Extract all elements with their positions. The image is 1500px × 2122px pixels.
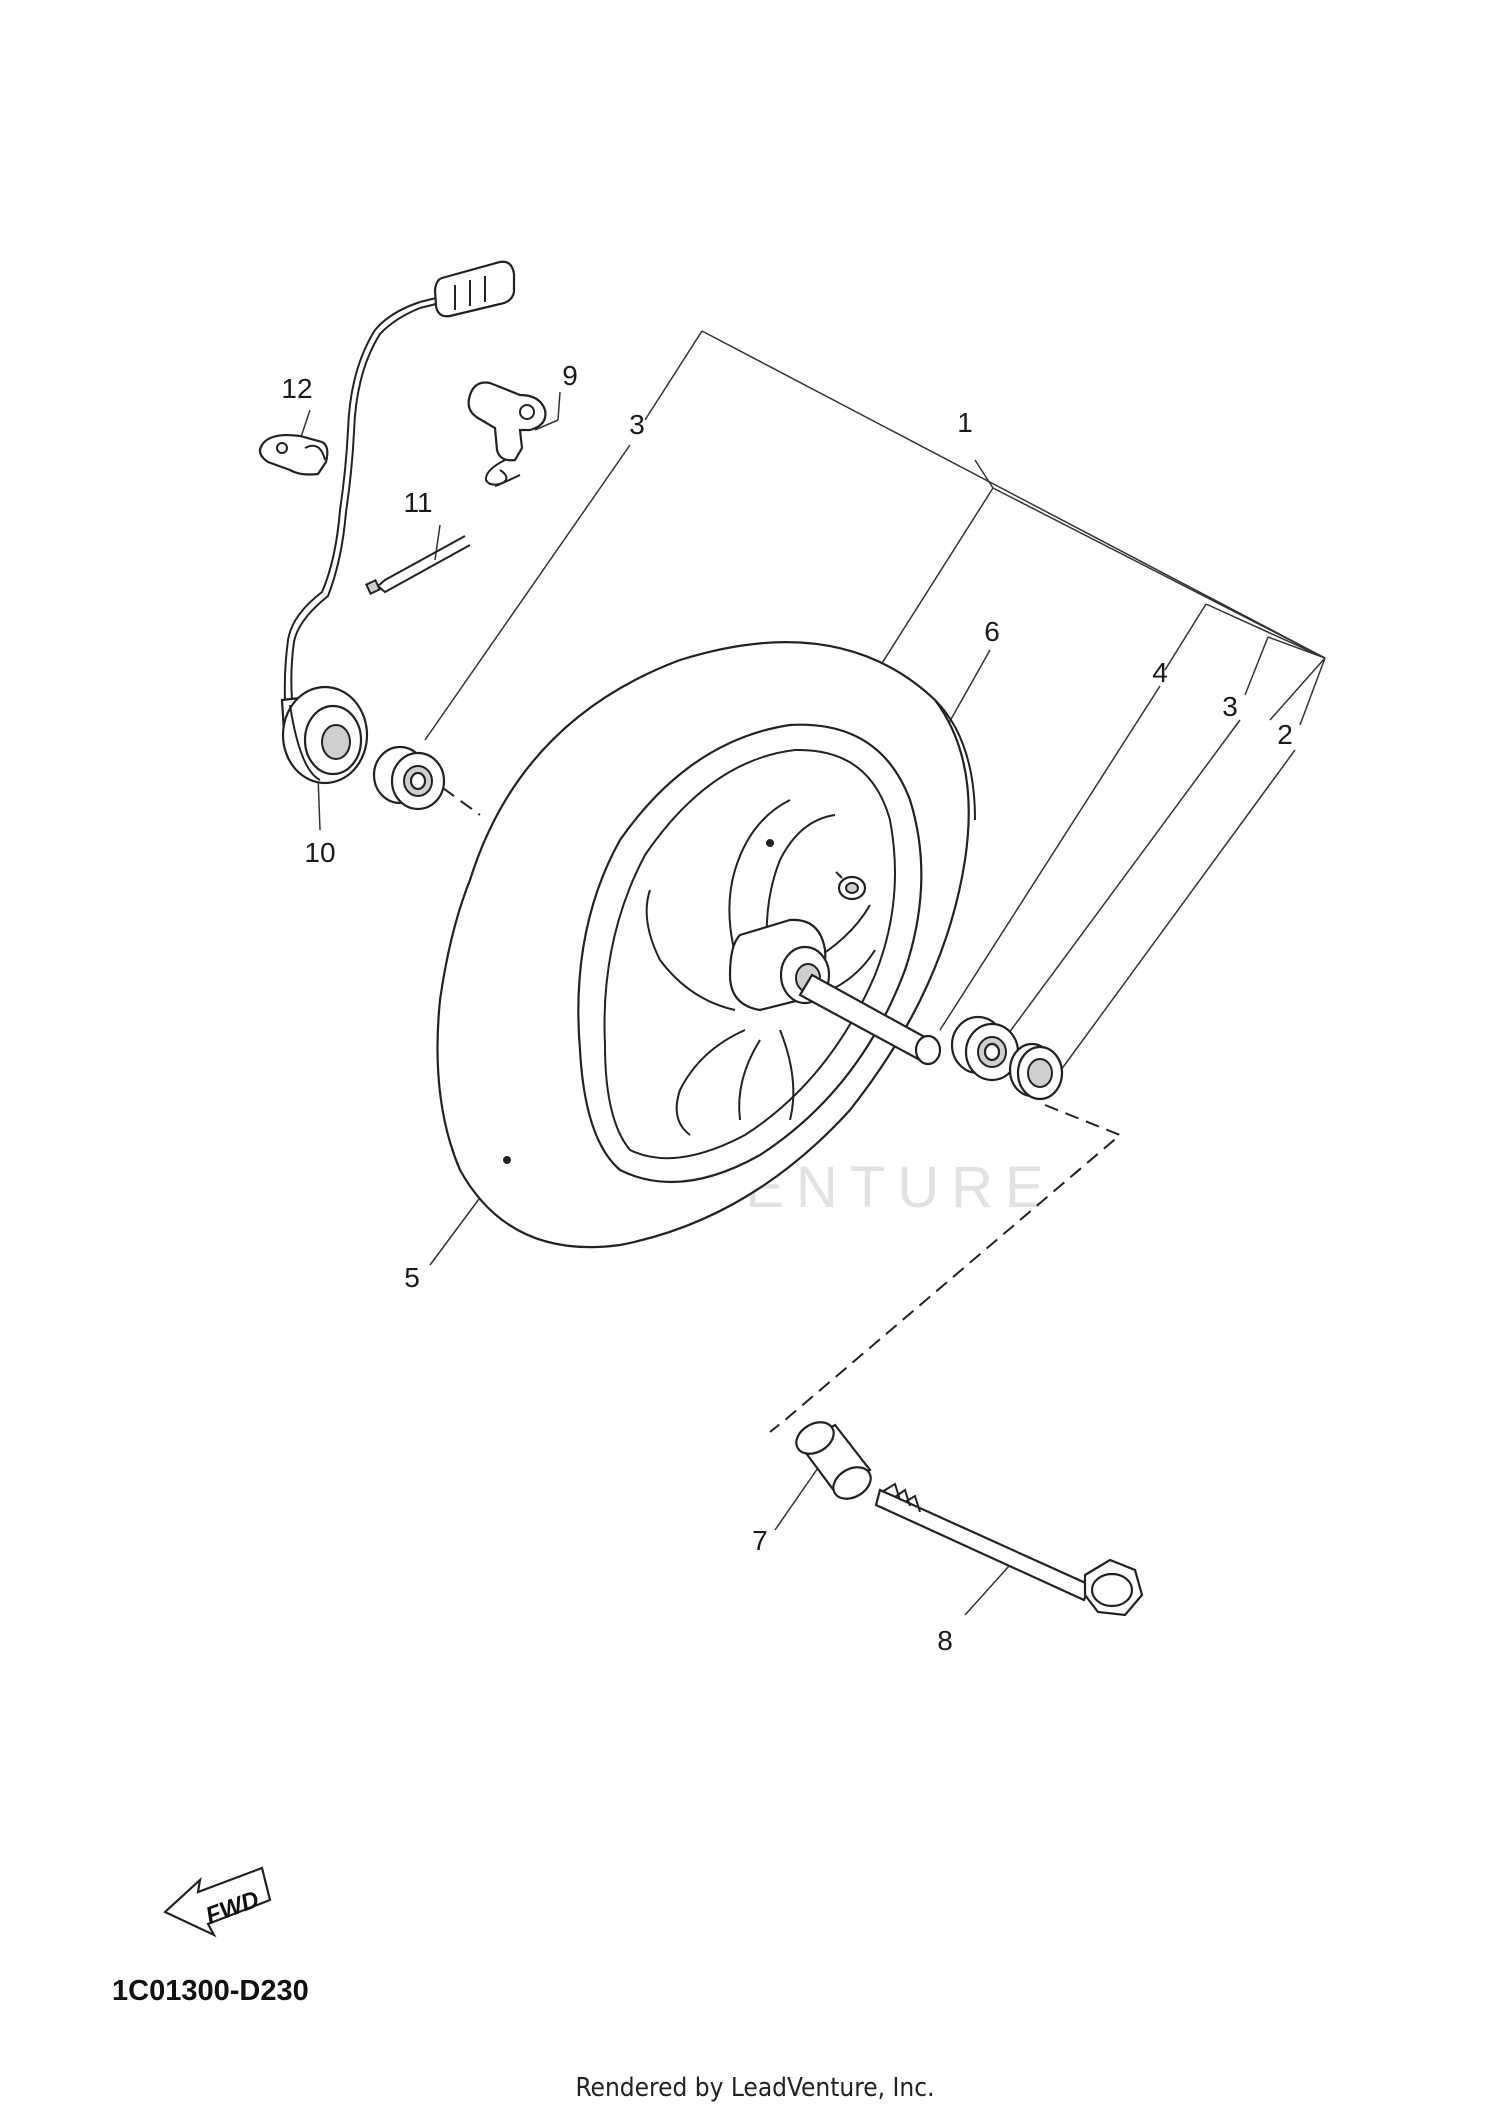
callout-7: 7 (752, 1525, 768, 1556)
bearing-part-3-left[interactable] (372, 745, 446, 811)
callout-8: 8 (937, 1625, 953, 1656)
callout-5: 5 (404, 1262, 420, 1293)
callout-10: 10 (304, 837, 335, 868)
oil-seal-part-2[interactable] (1008, 1042, 1064, 1101)
callout-4: 4 (1152, 657, 1168, 688)
callout-3-left: 3 (629, 409, 645, 440)
callout-9: 9 (562, 360, 578, 391)
bearing-part-3-right[interactable] (950, 1015, 1020, 1082)
bracket-part-9[interactable] (467, 381, 547, 487)
clamp-part-12[interactable] (258, 433, 329, 476)
callout-labels: 1 2 3 3 4 5 6 7 8 9 10 11 12 (281, 360, 1292, 1656)
diagram-code: 1C01300-D230 (112, 1975, 309, 2007)
callout-6: 6 (984, 616, 1000, 647)
assembly-bracket (701, 330, 1326, 721)
cable-tie-part-11[interactable] (365, 535, 471, 595)
valve-part-6[interactable] (835, 871, 867, 901)
callout-1: 1 (957, 407, 973, 438)
callout-11: 11 (403, 487, 432, 518)
callout-3-right: 3 (1222, 691, 1238, 722)
callout-2: 2 (1277, 719, 1293, 750)
fwd-arrow: FWD (163, 1866, 272, 1938)
axle-bolt-part-8[interactable] (874, 1482, 1144, 1617)
callout-12: 12 (281, 373, 312, 404)
rendered-by-footer: Rendered by LeadVenture, Inc. (575, 2073, 934, 2103)
axle-dash-line-lower (769, 1104, 1122, 1433)
wheel-part-1[interactable] (577, 723, 942, 1184)
collar-part-7[interactable] (791, 1416, 877, 1505)
speed-sensor-part-10[interactable] (280, 260, 516, 785)
